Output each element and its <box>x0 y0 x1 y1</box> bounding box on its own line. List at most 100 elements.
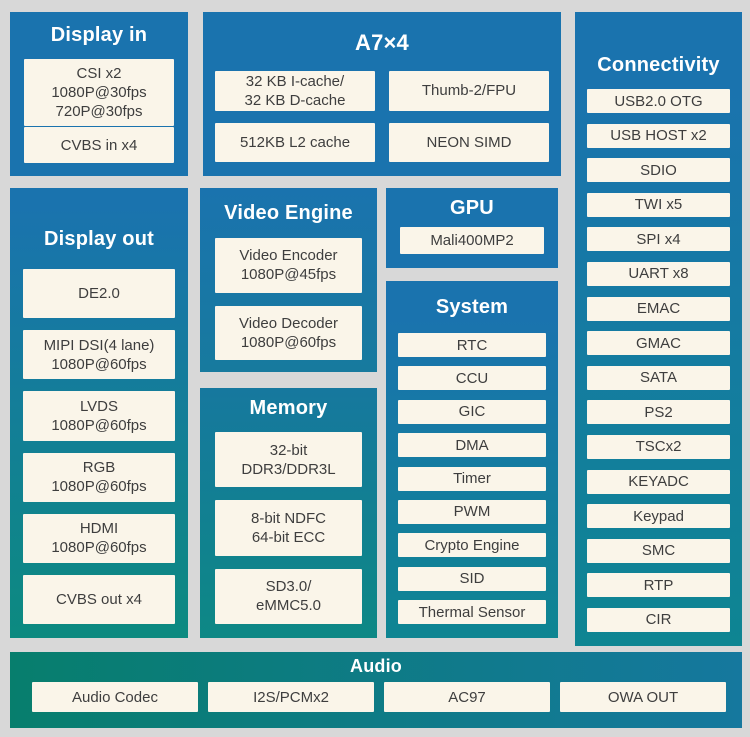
connectivity-item-box: SPI x4 <box>587 227 730 252</box>
connectivity-item-box: CIR <box>587 607 730 632</box>
video-engine-item-line: 1080P@60fps <box>240 333 337 351</box>
memory-item-line: DDR3/DDR3L <box>241 460 336 478</box>
video-engine-item-line: Video Decoder <box>239 314 338 332</box>
connectivity-item-box: RTP <box>587 573 730 598</box>
gpu-block: GPU Mali400MP2 <box>386 188 558 268</box>
connectivity-item-line: UART x8 <box>628 265 689 283</box>
connectivity-item-box: Keypad <box>587 504 730 529</box>
connectivity-item-box: SDIO <box>587 158 730 183</box>
audio-item-box: AC97 <box>384 682 550 712</box>
system-item-line: Thermal Sensor <box>418 603 526 621</box>
display-out-title: Display out <box>44 228 154 250</box>
connectivity-item-line: PS2 <box>644 403 673 421</box>
connectivity-title: Connectivity <box>597 54 720 76</box>
connectivity-item-line: TWI x5 <box>634 196 683 214</box>
system-title: System <box>435 296 509 318</box>
system-item-line: Timer <box>453 470 491 487</box>
display-in-item-line: CSI x2 <box>76 65 122 82</box>
connectivity-item-line: USB HOST x2 <box>610 127 707 145</box>
system-item-line: RTC <box>456 336 488 354</box>
display-in-title: Display in <box>50 24 148 46</box>
audio-item-line: OWA OUT <box>607 688 679 706</box>
connectivity-item-box: TWI x5 <box>587 192 730 217</box>
connectivity-item-line: GMAC <box>636 334 681 352</box>
memory-item-line: SD3.0/ <box>265 578 312 596</box>
audio-item-line: AC97 <box>448 688 486 706</box>
audio-item-line: I2S/PCMx2 <box>253 688 329 706</box>
memory-title: Memory <box>249 397 328 419</box>
connectivity-item-line: TSCx2 <box>635 438 682 456</box>
display-out-item-box: DE2.0 <box>23 269 175 319</box>
display-out-item-line: RGB <box>82 459 116 477</box>
connectivity-item-box: TSCx2 <box>587 434 730 459</box>
connectivity-item-line: CIR <box>645 611 672 629</box>
audio-item-line: Audio Codec <box>72 688 158 706</box>
a7-item-line: 32 KB D-cache <box>244 91 346 109</box>
gpu-item-box: Mali400MP2 <box>400 227 544 254</box>
a7-item-box: 32 KB I-cache/32 KB D-cache <box>215 71 375 111</box>
connectivity-item-line: SMC <box>641 542 676 560</box>
display-out-item-line: CVBS out x4 <box>56 590 142 608</box>
connectivity-item-line: RTP <box>643 576 674 594</box>
connectivity-block: Connectivity USB2.0 OTG USB HOST x2 SDIO TW… <box>575 12 742 646</box>
video-engine-item-line: Video Encoder <box>239 247 338 265</box>
system-item-line: SID <box>459 570 485 588</box>
system-item-line: GIC <box>458 403 486 421</box>
display-out-item-line: 1080P@60fps <box>51 355 147 373</box>
connectivity-item-line: USB2.0 OTG <box>614 92 703 110</box>
display-out-item-line: MIPI DSI(4 lane) <box>43 336 155 354</box>
memory-item-line: 64-bit ECC <box>251 528 326 546</box>
connectivity-item-line: EMAC <box>636 300 681 318</box>
audio-block: Audio Audio Codec I2S/PCMx2 AC97 OWA OUT <box>10 652 742 728</box>
a7-item-line: 512KB L2 cache <box>239 133 351 151</box>
connectivity-item-box: SATA <box>587 365 730 390</box>
connectivity-item-line: Keypad <box>633 507 684 525</box>
display-in-item-box: CVBS in x4 <box>24 127 174 163</box>
a7-item-box: Thumb-2/FPU <box>389 71 549 111</box>
cpu-a7x4-title: A7×4 <box>354 30 409 55</box>
audio-item-box: Audio Codec <box>32 682 198 712</box>
video-engine-title: Video Engine <box>224 202 353 224</box>
cpu-a7x4-items: 32 KB I-cache/32 KB D-cache Thumb-2/FPU 51… <box>203 56 561 176</box>
audio-title: Audio <box>350 656 402 676</box>
audio-item-box: I2S/PCMx2 <box>208 682 374 712</box>
a7-item-line: Thumb-2/FPU <box>421 82 517 100</box>
memory-item-line: eMMC5.0 <box>255 597 322 615</box>
gpu-item-line: Mali400MP2 <box>430 232 514 249</box>
system-item-box: GIC <box>398 399 546 424</box>
memory-item-line: 8-bit NDFC <box>250 509 326 527</box>
display-out-item-line: 1080P@60fps <box>51 539 147 557</box>
memory-item-box: SD3.0/eMMC5.0 <box>215 568 362 624</box>
connectivity-item-line: SATA <box>640 369 677 387</box>
display-out-item-line: 1080P@60fps <box>51 478 147 496</box>
connectivity-items: USB2.0 OTG USB HOST x2 SDIO TWI x5 SPI x4 UAR… <box>575 77 742 646</box>
connectivity-item-box: GMAC <box>587 331 730 356</box>
system-item-box: SID <box>398 566 546 591</box>
gpu-title: GPU <box>450 197 494 219</box>
connectivity-item-line: SDIO <box>640 161 677 179</box>
system-item-box: Timer <box>398 466 546 491</box>
display-out-item-box: MIPI DSI(4 lane)1080P@60fps <box>23 330 175 380</box>
display-out-item-line: LVDS <box>79 397 119 415</box>
display-in-item-line: CVBS in x4 <box>60 136 138 154</box>
system-item-line: PWM <box>453 503 491 521</box>
system-item-box: CCU <box>398 366 546 391</box>
a7-item-line: NEON SIMD <box>426 133 512 151</box>
system-item-line: CCU <box>455 369 489 387</box>
display-in-item-line: 720P@30fps <box>55 103 143 120</box>
a7-item-box: 512KB L2 cache <box>215 122 375 162</box>
